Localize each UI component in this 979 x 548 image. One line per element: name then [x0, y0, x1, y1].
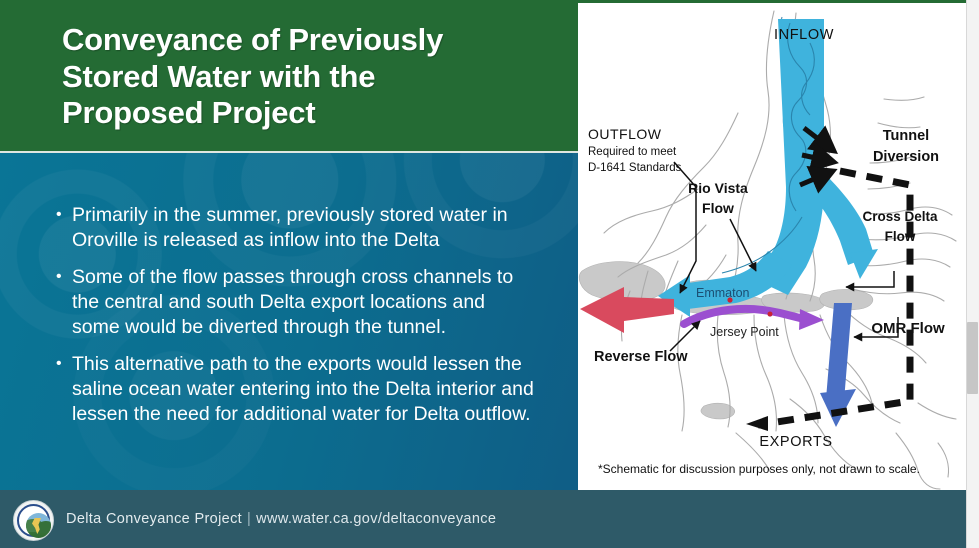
list-item: • Primarily in the summer, previously st…	[56, 203, 536, 254]
california-state-seal-icon	[13, 500, 54, 541]
vertical-scrollbar-track[interactable]	[966, 0, 979, 548]
map-leader-lines	[669, 161, 899, 352]
label-outflow-line3: D-1641 Standards	[588, 162, 682, 174]
list-item: • Some of the flow passes through cross …	[56, 265, 536, 341]
label-cross-delta-line1: Cross Delta	[862, 209, 938, 224]
label-inflow: INFLOW	[774, 27, 834, 43]
label-rio-vista-line1: Rio Vista	[688, 180, 748, 196]
seal-hill-right	[37, 521, 51, 533]
footer-url[interactable]: www.water.ca.gov/deltaconveyance	[256, 511, 497, 527]
label-reverse-flow: Reverse Flow	[594, 349, 688, 365]
header-divider	[0, 151, 966, 153]
inflow-channel-detail	[721, 22, 815, 274]
bullet-text: Some of the flow passes through cross ch…	[72, 265, 514, 339]
page-title: Conveyance of Previously Stored Water wi…	[62, 22, 444, 131]
footer-credit: Delta Conveyance Project|www.water.ca.go…	[66, 511, 496, 527]
label-tunnel-line2: Diversion	[873, 149, 939, 165]
footer-org: Delta Conveyance Project	[66, 511, 243, 527]
tunnel-diversion-path	[757, 167, 914, 429]
outflow-arrow	[580, 287, 674, 333]
label-tunnel-line1: Tunnel	[883, 128, 929, 144]
bullet-marker-icon: •	[56, 267, 62, 285]
bullet-list: • Primarily in the summer, previously st…	[56, 203, 536, 439]
seal-state-shape	[32, 518, 41, 534]
footer-separator: |	[247, 511, 252, 527]
bullet-text: This alternative path to the exports wou…	[72, 352, 534, 426]
tunnel-intake-arrows	[799, 125, 839, 194]
label-cross-delta-line2: Flow	[885, 229, 916, 244]
seal-inner	[26, 513, 51, 538]
label-exports: EXPORTS	[759, 434, 832, 450]
label-outflow-line2: Required to meet	[588, 146, 677, 158]
label-emmaton: Emmaton	[696, 286, 750, 300]
bullet-marker-icon: •	[56, 206, 62, 223]
map-footnote: *Schematic for discussion purposes only,…	[598, 462, 920, 476]
vertical-scrollbar-thumb[interactable]	[967, 322, 978, 394]
seal-ring	[17, 504, 51, 538]
map-place-markers	[727, 297, 773, 317]
map-svg: INFLOW OUTFLOW Required to meet D-1641 S…	[578, 3, 966, 490]
label-omr-flow: OMR Flow	[871, 320, 945, 337]
label-outflow-title: OUTFLOW	[588, 126, 662, 142]
omr-flow-arrow	[820, 303, 856, 427]
label-jersey-point: Jersey Point	[710, 325, 779, 339]
inflow-arrow	[658, 19, 878, 317]
label-rio-vista-line2: Flow	[702, 200, 734, 216]
delta-schematic-map: INFLOW OUTFLOW Required to meet D-1641 S…	[578, 3, 966, 490]
list-item: • This alternative path to the exports w…	[56, 352, 536, 428]
tunnel-arrowheads	[746, 416, 768, 431]
footer-band	[0, 490, 966, 548]
bullet-text: Primarily in the summer, previously stor…	[72, 204, 508, 252]
map-text-labels: INFLOW OUTFLOW Required to meet D-1641 S…	[588, 27, 945, 476]
bullet-marker-icon: •	[56, 354, 62, 372]
